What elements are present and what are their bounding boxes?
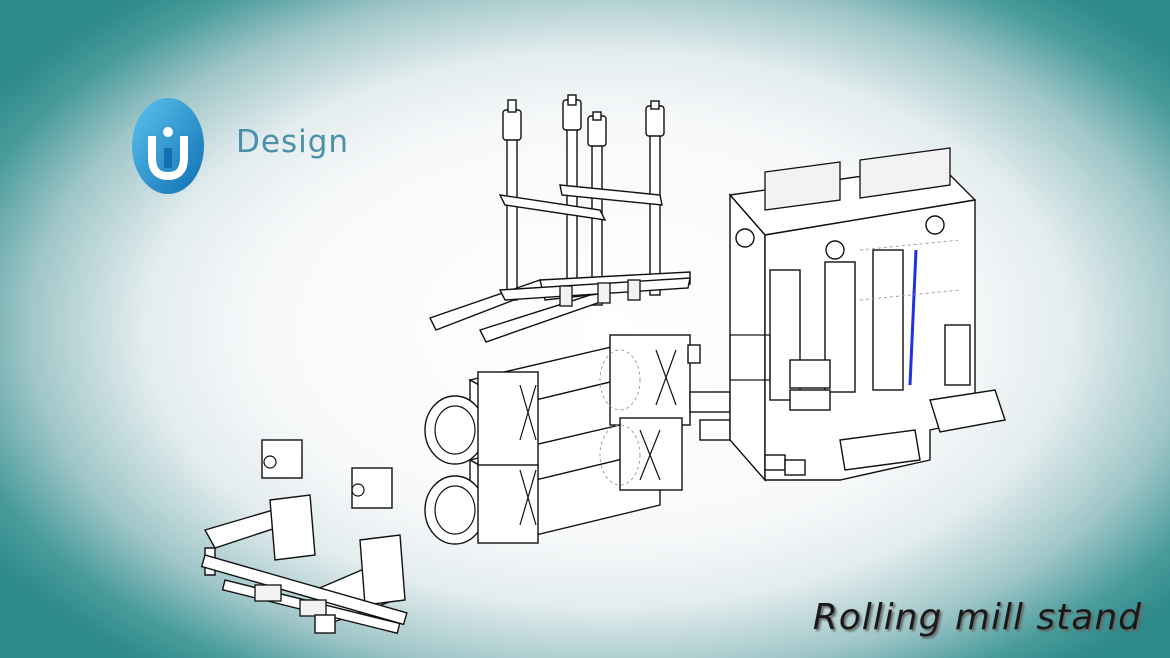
bottom-beam-assembly [200,439,408,635]
diagram-caption: Rolling mill stand [812,597,1142,638]
brand-name: Design [236,124,350,160]
work-rolls [424,334,731,545]
screw-down-assembly [429,94,691,343]
brand-logo [132,98,204,194]
mill-housing [728,147,1006,482]
